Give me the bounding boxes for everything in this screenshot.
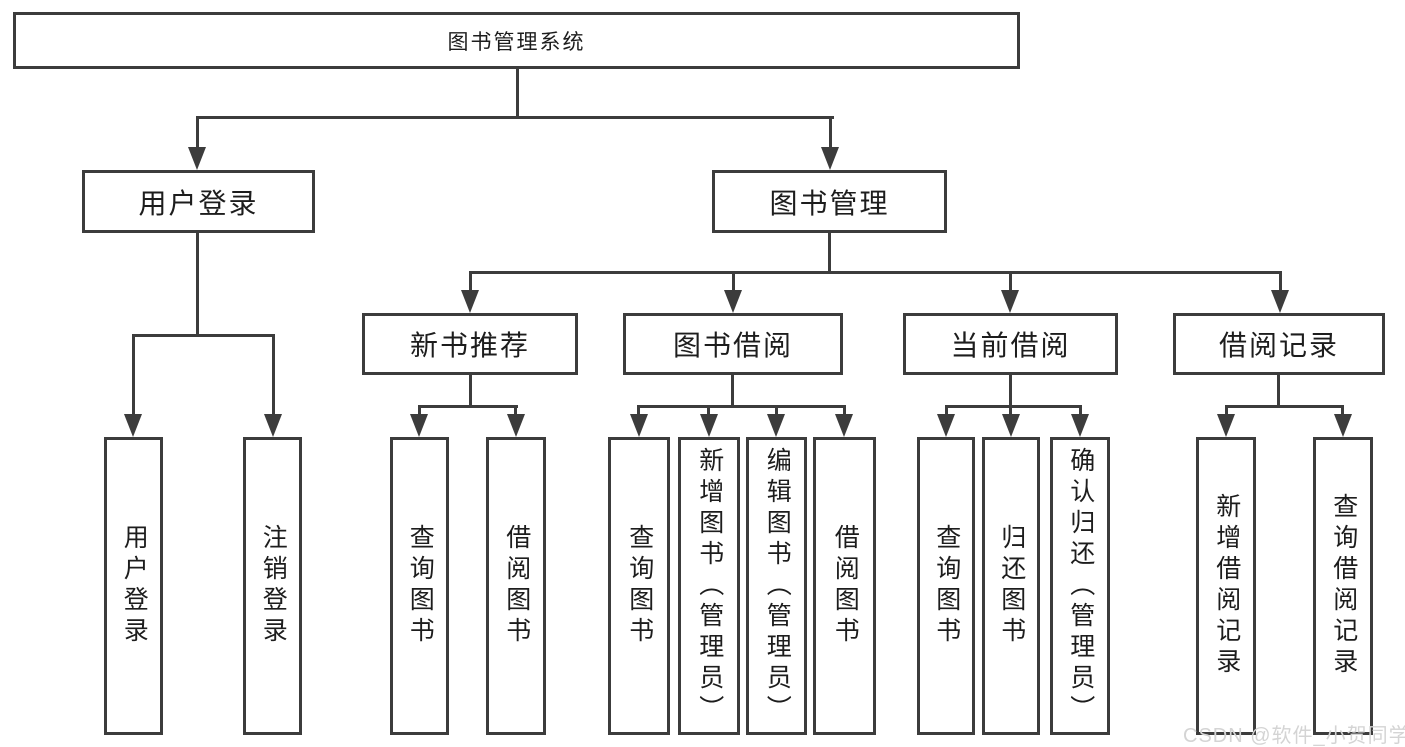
- connector-line: [637, 405, 846, 408]
- connector-line: [828, 233, 831, 274]
- connector-line: [132, 334, 275, 337]
- connector-line: [829, 116, 832, 150]
- connector-line: [469, 271, 1282, 274]
- node-book-management-label: 图书管理: [769, 187, 890, 219]
- arrow-down-icon: [188, 147, 206, 170]
- leaf-user-login-label: 用户登录: [120, 524, 149, 648]
- arrow-down-icon: [724, 290, 742, 313]
- node-borrow-records-label: 借阅记录: [1218, 330, 1339, 361]
- leaf-confirm-return-admin-label: 确认归还（管理员）: [1066, 446, 1095, 726]
- connector-line: [1009, 374, 1012, 408]
- leaf-add-borrow-record: 新增借阅记录: [1196, 437, 1256, 735]
- connector-line: [132, 334, 135, 416]
- leaf-return-books-label: 归还图书: [997, 524, 1026, 648]
- arrow-down-icon: [835, 414, 853, 437]
- node-book-borrow-label: 图书借阅: [672, 330, 793, 361]
- node-new-book-recommend: 新书推荐: [362, 313, 578, 375]
- leaf-confirm-return-admin: 确认归还（管理员）: [1050, 437, 1110, 735]
- connector-line: [1225, 405, 1344, 408]
- node-book-borrow: 图书借阅: [623, 313, 843, 375]
- arrow-down-icon: [1001, 290, 1019, 313]
- leaf-query-books-label: 查询图书: [406, 524, 435, 648]
- node-user-login: 用户登录: [82, 170, 315, 233]
- leaf-query-books: 查询图书: [608, 437, 670, 735]
- leaf-borrow-books: 借阅图书: [486, 437, 546, 735]
- node-book-management: 图书管理: [712, 170, 947, 233]
- connector-line: [1079, 405, 1082, 417]
- leaf-borrow-books-label: 借阅图书: [831, 524, 860, 648]
- node-user-login-label: 用户登录: [138, 187, 259, 219]
- root-node-label: 图书管理系统: [447, 30, 586, 54]
- connector-line: [637, 405, 640, 417]
- connector-line: [272, 334, 275, 416]
- leaf-query-books-label: 查询图书: [932, 524, 961, 648]
- leaf-add-borrow-record-label: 新增借阅记录: [1212, 493, 1241, 679]
- leaf-borrow-books-label: 借阅图书: [502, 524, 531, 648]
- leaf-borrow-books: 借阅图书: [813, 437, 876, 735]
- root-node: 图书管理系统: [13, 12, 1020, 69]
- csdn-watermark: CSDN @软件_小贺同学: [1183, 725, 1405, 747]
- connector-line: [1225, 405, 1228, 417]
- arrow-down-icon: [1071, 414, 1089, 437]
- connector-line: [1341, 405, 1344, 417]
- arrow-down-icon: [1002, 414, 1020, 437]
- connector-line: [945, 405, 948, 417]
- connector-line: [196, 116, 834, 119]
- connector-line: [469, 374, 472, 408]
- arrow-down-icon: [1217, 414, 1235, 437]
- leaf-query-books: 查询图书: [917, 437, 975, 735]
- arrow-down-icon: [1271, 290, 1289, 313]
- arrow-down-icon: [630, 414, 648, 437]
- connector-line: [732, 271, 735, 293]
- leaf-user-login: 用户登录: [104, 437, 163, 735]
- leaf-edit-book-admin-label: 编辑图书（管理员）: [763, 446, 792, 726]
- arrow-down-icon: [1334, 414, 1352, 437]
- connector-line: [1009, 271, 1012, 293]
- connector-line: [707, 405, 710, 417]
- leaf-add-book-admin-label: 新增图书（管理员）: [695, 446, 724, 726]
- leaf-query-books: 查询图书: [390, 437, 449, 735]
- node-current-borrow-label: 当前借阅: [950, 330, 1071, 361]
- connector-line: [775, 405, 778, 417]
- leaf-edit-book-admin: 编辑图书（管理员）: [746, 437, 807, 735]
- arrow-down-icon: [937, 414, 955, 437]
- node-borrow-records: 借阅记录: [1173, 313, 1385, 375]
- connector-line: [1009, 405, 1012, 417]
- node-new-book-recommend-label: 新书推荐: [409, 330, 530, 361]
- connector-line: [1279, 271, 1282, 293]
- arrow-down-icon: [410, 414, 428, 437]
- arrow-down-icon: [264, 414, 282, 437]
- connector-line: [514, 405, 517, 417]
- connector-line: [516, 67, 519, 119]
- leaf-query-borrow-record-label: 查询借阅记录: [1329, 493, 1358, 679]
- connector-line: [418, 405, 518, 408]
- connector-line: [731, 374, 734, 408]
- node-current-borrow: 当前借阅: [903, 313, 1118, 375]
- connector-line: [196, 233, 199, 337]
- leaf-return-books: 归还图书: [982, 437, 1040, 735]
- arrow-down-icon: [767, 414, 785, 437]
- leaf-logout: 注销登录: [243, 437, 302, 735]
- arrow-down-icon: [124, 414, 142, 437]
- arrow-down-icon: [461, 290, 479, 313]
- connector-line: [418, 405, 421, 417]
- arrow-down-icon: [700, 414, 718, 437]
- connector-line: [843, 405, 846, 417]
- leaf-add-book-admin: 新增图书（管理员）: [678, 437, 740, 735]
- arrow-down-icon: [821, 147, 839, 170]
- arrow-down-icon: [507, 414, 525, 437]
- connector-line: [1277, 374, 1280, 408]
- connector-line: [945, 405, 1082, 408]
- leaf-query-books-label: 查询图书: [625, 524, 654, 648]
- leaf-query-borrow-record: 查询借阅记录: [1313, 437, 1373, 735]
- leaf-logout-label: 注销登录: [259, 524, 288, 648]
- connector-line: [196, 116, 199, 150]
- connector-line: [469, 271, 472, 293]
